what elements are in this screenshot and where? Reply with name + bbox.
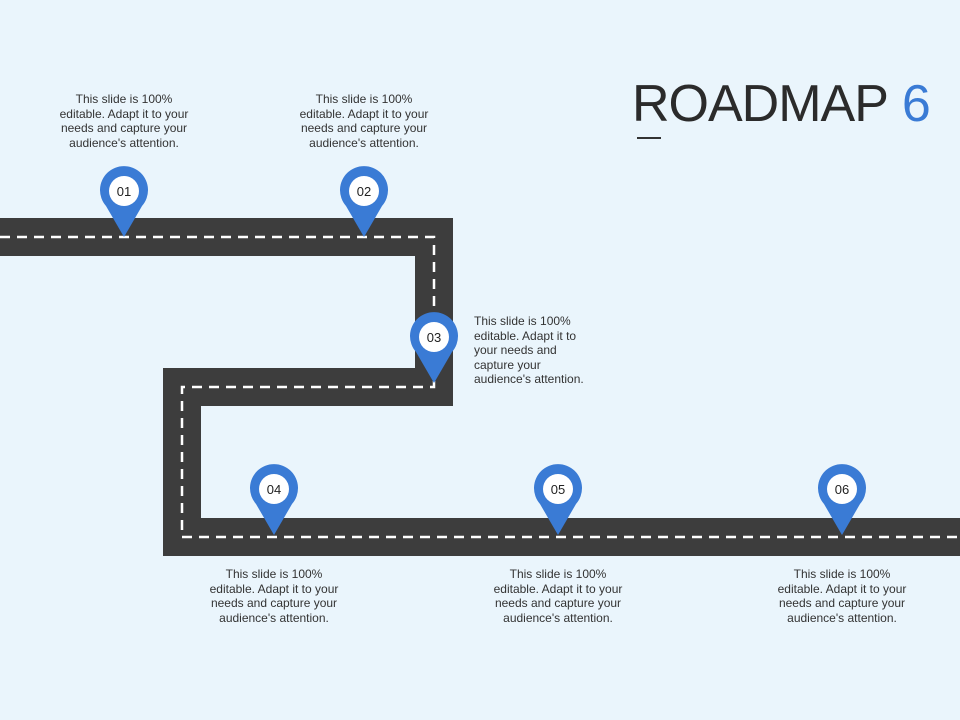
title-text: ROADMAP	[632, 75, 889, 133]
milestone-caption-02: This slide is 100% editable. Adapt it to…	[299, 92, 429, 150]
road	[0, 218, 960, 556]
milestone-caption-03: This slide is 100% editable. Adapt it to…	[474, 314, 584, 386]
milestone-pin-06: 06	[818, 464, 866, 535]
milestone-caption-01: This slide is 100% editable. Adapt it to…	[59, 92, 189, 150]
pin-label: 05	[551, 482, 565, 497]
milestone-pin-01: 01	[100, 166, 148, 237]
pin-label: 06	[835, 482, 849, 497]
title-underline	[637, 137, 661, 139]
milestone-pin-02: 02	[340, 166, 388, 237]
milestone-pin-03: 03	[410, 312, 458, 383]
milestone-caption-05: This slide is 100% editable. Adapt it to…	[493, 567, 623, 625]
milestone-caption-04: This slide is 100% editable. Adapt it to…	[209, 567, 339, 625]
milestone-pin-05: 05	[534, 464, 582, 535]
milestone-pin-04: 04	[250, 464, 298, 535]
title-number: 6	[901, 75, 931, 133]
pin-label: 03	[427, 330, 441, 345]
pin-label: 01	[117, 184, 131, 199]
milestone-caption-06: This slide is 100% editable. Adapt it to…	[777, 567, 907, 625]
pin-label: 02	[357, 184, 371, 199]
pin-label: 04	[267, 482, 281, 497]
road-center-line	[0, 235, 960, 539]
